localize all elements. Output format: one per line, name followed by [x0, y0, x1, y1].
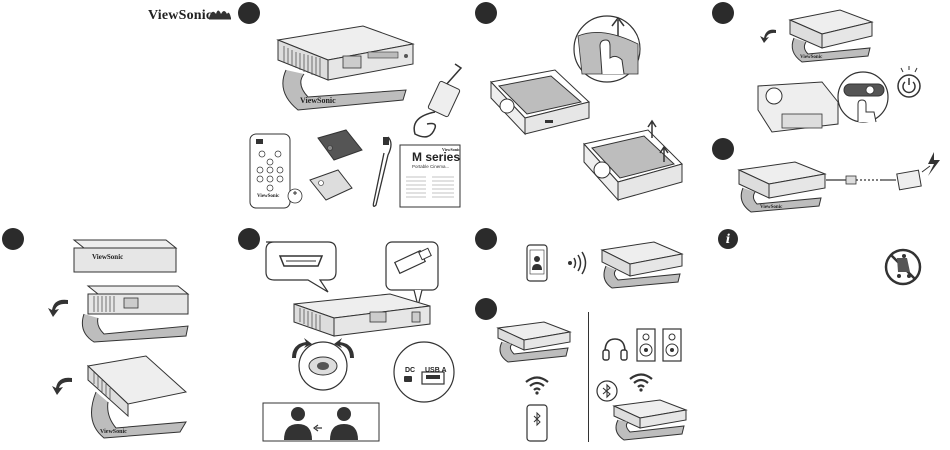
- power-adapter-illustration: [405, 62, 475, 142]
- headphones-icon: [602, 336, 628, 362]
- rotate-arrow-icon: [50, 374, 76, 396]
- rotate-arrow-icon: [46, 296, 72, 318]
- step-badge-1: [238, 2, 260, 24]
- zoom-circle-hand-lift: [572, 14, 642, 84]
- usb-port-label: USB A: [425, 367, 447, 374]
- upright-brand-label: ViewSonic: [100, 429, 127, 435]
- flat-brand-label: ViewSonic: [92, 253, 123, 261]
- step-badge-8: [475, 298, 497, 320]
- remote-brand-label: ViewSonic: [257, 194, 279, 199]
- speaker-icon: [636, 328, 656, 362]
- manual-title: M series: [412, 150, 460, 164]
- stand-brand-label: ViewSonic: [300, 96, 336, 105]
- wireless-signal-icon: [566, 252, 588, 274]
- manual-subtitle: Portable Cinema...: [412, 164, 449, 169]
- hdmi-bubble-icon: [262, 238, 342, 294]
- speaker-icon: [662, 328, 682, 362]
- wrist-strap-illustration: [370, 135, 394, 210]
- step-badge-5: [2, 228, 24, 250]
- charging-cable-illustration: [826, 150, 946, 200]
- charging-brand-label: ViewSonic: [760, 205, 782, 210]
- focus-wheel-zoom: [288, 336, 358, 392]
- projector-cover-removed-illustration: [578, 118, 688, 213]
- projector-flat-illustration: [70, 234, 180, 279]
- port-zoom-circle: [390, 340, 458, 404]
- phone-bluetooth-icon: [526, 404, 548, 442]
- projector-side-power-illustration: [752, 80, 842, 134]
- projector-stand-open-illustration: [74, 280, 194, 350]
- brand-logo: ViewSonic: [148, 8, 212, 24]
- wifi-icon: [524, 375, 550, 395]
- projector-small-illustration: [494, 320, 574, 368]
- manual-brand-label: ViewSonic: [442, 147, 460, 152]
- zoom-circle-power-press: [836, 70, 890, 124]
- distance-persons-illustration: [262, 402, 380, 442]
- projector-small-illustration: [598, 240, 688, 296]
- projector-on-stand-illustration: [268, 22, 428, 117]
- power-icon: [895, 66, 923, 100]
- tilt-stand-brand-label: ViewSonic: [800, 55, 822, 60]
- step-badge-4: [712, 138, 734, 160]
- section-divider: [588, 312, 589, 442]
- step-badge-7: [475, 228, 497, 250]
- projector-small-illustration: [610, 398, 690, 444]
- viewsonic-birds-icon: [208, 6, 232, 20]
- info-badge: i: [718, 229, 738, 249]
- projector-charging-illustration: [735, 160, 830, 220]
- step-badge-2: [475, 2, 497, 24]
- dc-port-label: DC: [405, 367, 415, 374]
- step-badge-3: [712, 2, 734, 24]
- battery-cover-icon: [287, 186, 303, 206]
- rotate-arrow-icon: [758, 26, 780, 44]
- magnetic-plates-illustration: [306, 128, 376, 210]
- step-badge-6: [238, 228, 260, 250]
- phone-icon: [526, 244, 548, 282]
- cart-warning-icon: [884, 248, 922, 286]
- projector-tilted-stand-illustration: [780, 8, 880, 68]
- wifi-icon: [628, 372, 654, 392]
- projector-upright-illustration: [76, 352, 196, 444]
